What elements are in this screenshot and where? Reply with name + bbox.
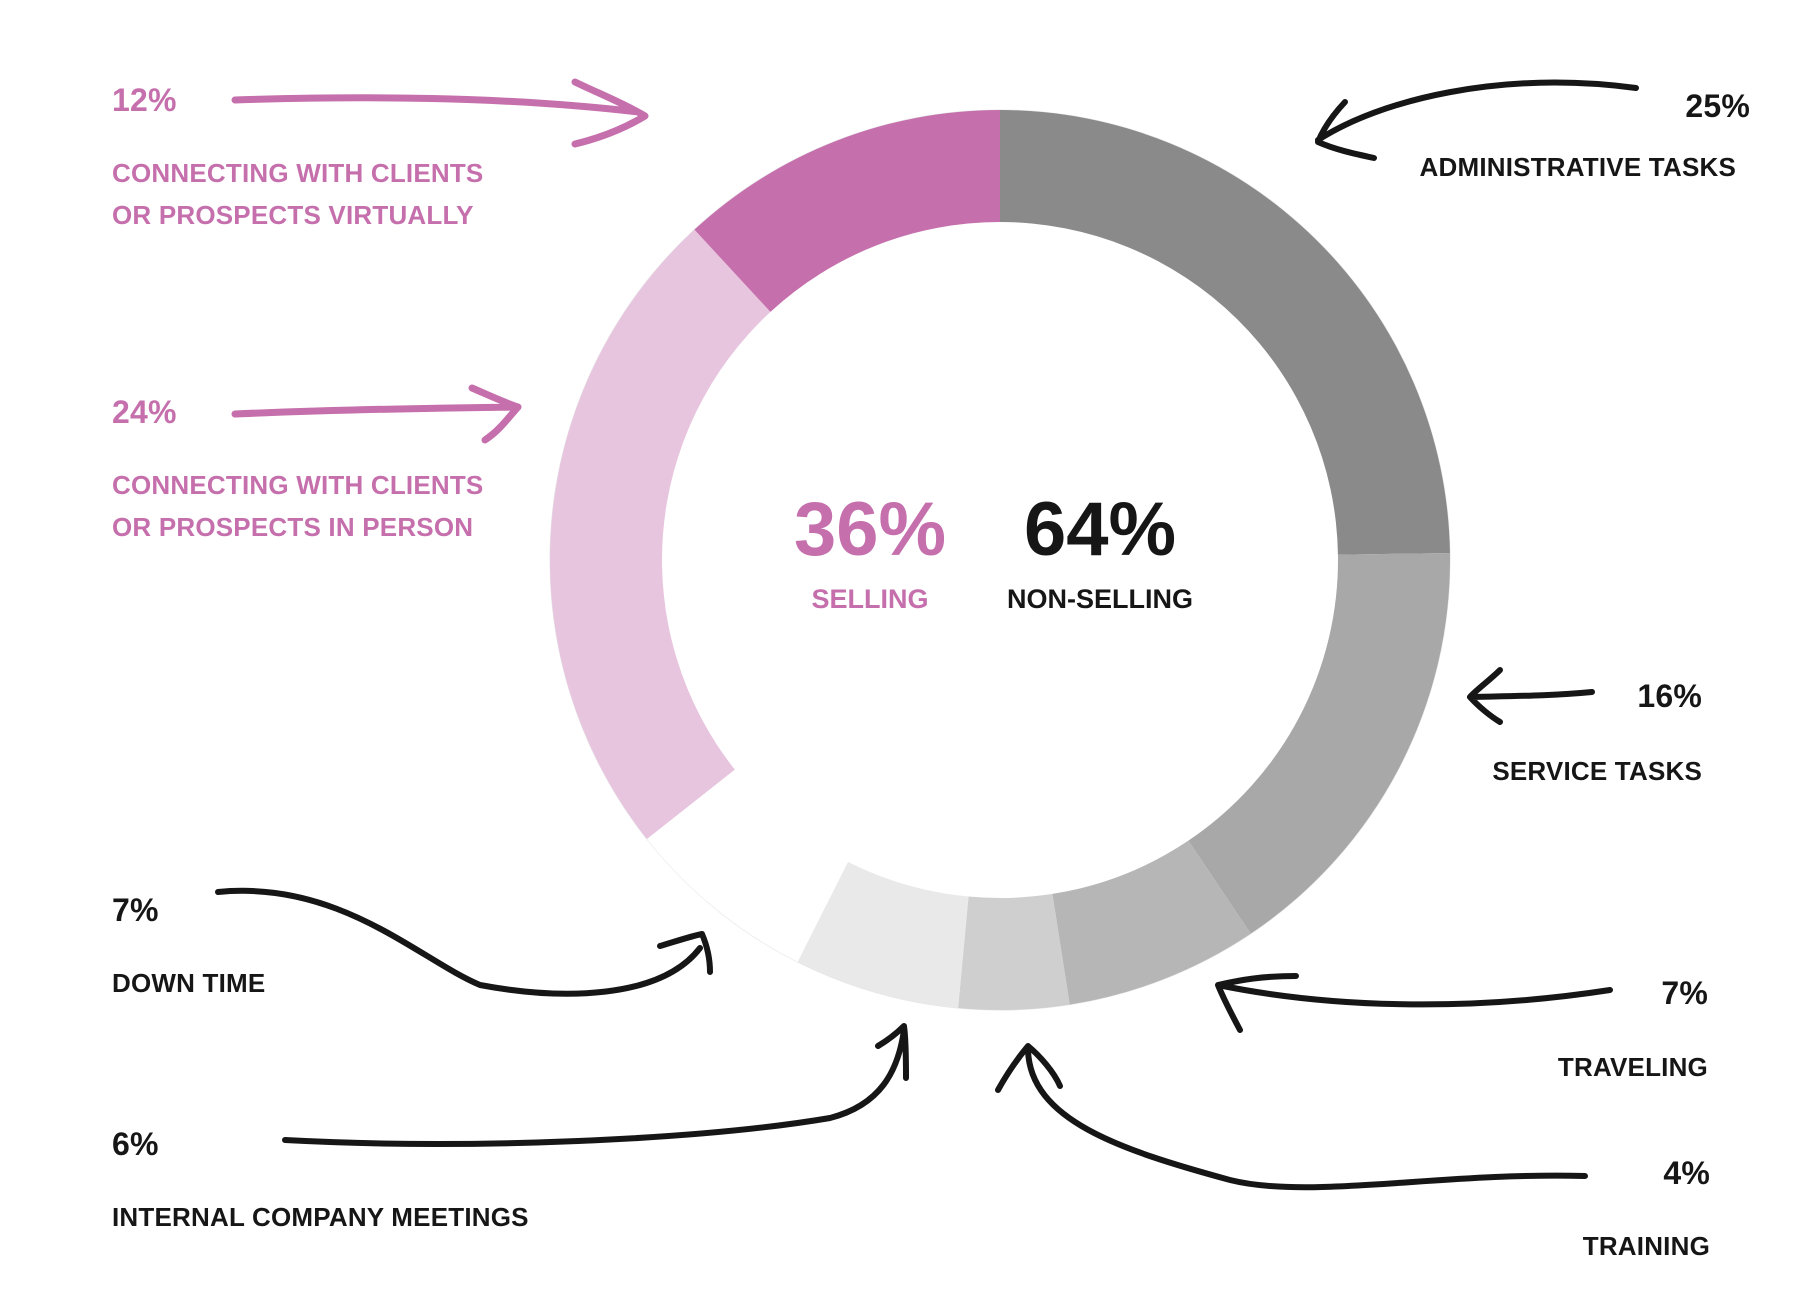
donut-slices xyxy=(549,109,1451,1011)
center-selling-label: SELLING xyxy=(811,584,929,614)
label-training-pct: 4% xyxy=(1663,1155,1710,1191)
label-traveling-pct: 7% xyxy=(1661,975,1708,1011)
slice-meetings xyxy=(797,861,969,1009)
label-virtual-pct: 12% xyxy=(112,82,177,118)
label-admin-pct: 25% xyxy=(1685,88,1750,124)
arrow-in-person xyxy=(231,384,522,444)
slice-admin xyxy=(1000,110,1450,555)
slice-service xyxy=(1188,553,1450,934)
center-selling-value: 36% xyxy=(793,487,947,572)
label-service-name: SERVICE TASKS xyxy=(1492,756,1702,786)
label-service-pct: 16% xyxy=(1637,678,1702,714)
label-downtime-name: DOWN TIME xyxy=(112,968,266,998)
label-training-name: TRAINING xyxy=(1582,1231,1710,1261)
label-in-person-line1: CONNECTING WITH CLIENTS xyxy=(112,470,484,500)
annotation-arrows xyxy=(215,78,1639,1191)
label-virtual-line1: CONNECTING WITH CLIENTS xyxy=(112,158,484,188)
label-in-person-pct: 24% xyxy=(112,394,177,430)
arrow-service xyxy=(1467,667,1595,725)
center-non-selling-label: NON-SELLING xyxy=(1007,584,1193,614)
label-admin-name: ADMINISTRATIVE TASKS xyxy=(1419,152,1736,182)
slice-in_person xyxy=(550,229,771,840)
slice-traveling xyxy=(1052,840,1251,1005)
center-non-selling-value: 64% xyxy=(1023,487,1177,572)
arrow-virtual xyxy=(231,78,649,148)
arrow-admin xyxy=(1315,79,1639,161)
arrow-traveling xyxy=(1215,973,1613,1033)
slice-downtime xyxy=(646,769,848,962)
label-downtime-pct: 7% xyxy=(112,892,159,928)
slice-virtual xyxy=(694,110,1000,312)
label-virtual-line2: OR PROSPECTS VIRTUALLY xyxy=(112,200,474,230)
label-meetings-name: INTERNAL COMPANY MEETINGS xyxy=(112,1202,529,1232)
label-traveling-name: TRAVELING xyxy=(1557,1052,1708,1082)
arrow-meetings xyxy=(282,1023,909,1147)
label-meetings-pct: 6% xyxy=(112,1126,159,1162)
arrow-training xyxy=(995,1043,1588,1191)
slice-training xyxy=(958,893,1070,1011)
arrow-downtime xyxy=(215,887,713,997)
label-in-person-line2: OR PROSPECTS IN PERSON xyxy=(112,512,474,542)
